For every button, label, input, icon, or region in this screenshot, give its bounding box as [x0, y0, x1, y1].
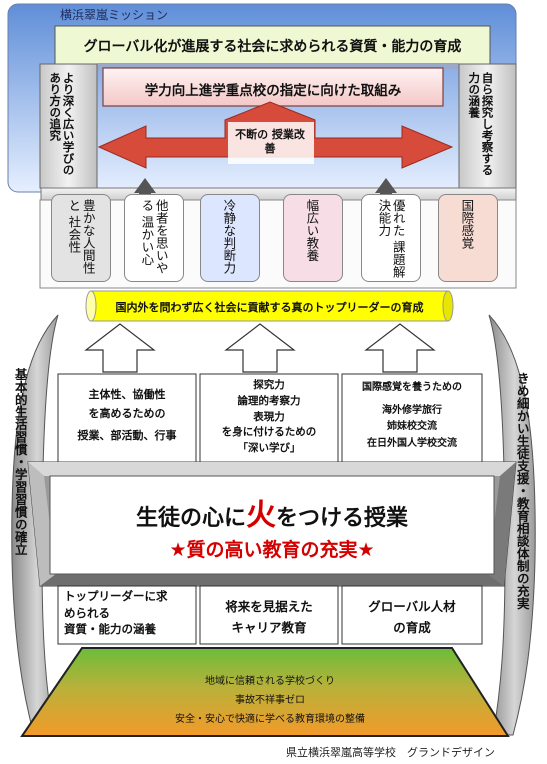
bottom-box-3-line-2: の育成: [393, 620, 431, 636]
quality-card-4: 幅広い教養: [283, 194, 343, 282]
right-side-banner: [488, 314, 536, 736]
leader-banner-shape: [90, 290, 449, 322]
pillar-right-line-1: 国際感覚を養うための: [362, 382, 462, 393]
arrow-left: [84, 323, 156, 373]
pillar-right: 国際感覚を養うための 海外修学旅行 姉妹校交流 在日外国人学校交流: [342, 380, 482, 452]
quality-text-5: 優れた 課題解決能力: [376, 199, 406, 278]
pillar-right-line-3: 姉妹校交流: [387, 421, 437, 432]
arrow-center: [224, 323, 296, 373]
foundation-text: 地域に信頼される学校づくり 事故不祥事ゼロ 安全・安心で快適に学べる教育環境の整…: [60, 672, 480, 729]
mission-label: 横浜翠嵐ミッション: [60, 8, 169, 22]
pillar-center-line-2: 論理的考察力: [237, 394, 301, 407]
improvement-arrow-label: 不断の 授業改善: [235, 128, 305, 156]
left-column-label: より深く広い学びの あり方の追究: [48, 72, 76, 176]
fire-character: 火: [246, 498, 276, 533]
core-text-b: をつける授業: [276, 506, 409, 531]
core-line-1: 生徒の心に火をつける授業: [50, 490, 494, 534]
qualities-row: 豊かな人間性と 社会性 他者を思いやる 温かい心 冷静な判断力 幅広い教養 優れ…: [48, 194, 508, 284]
pillar-center-line-5: 「深い学び」: [237, 442, 301, 454]
quality-text-2: 他者を思いやる 温かい心: [139, 199, 169, 274]
quality-card-2: 他者を思いやる 温かい心: [124, 194, 184, 282]
pillar-center: 探究力 論理的考察力 表現力 を身に付けるための 「深い学び」: [200, 378, 338, 457]
pillar-left-line-3: 授業、部活動、行事: [77, 429, 177, 443]
initiative-box-shape: [102, 67, 444, 107]
quality-text-3: 冷静な判断力: [221, 199, 237, 274]
right-column-label: 自ら探究し考察する 力の涵養: [467, 72, 495, 176]
quality-text-4: 幅広い教養: [304, 199, 320, 262]
quality-card-5: 優れた 課題解決能力: [361, 194, 421, 282]
pillar-center-line-3: 表現力: [253, 410, 285, 423]
foundation-line-1: 地域に信頼される学校づくり: [205, 676, 335, 687]
right-side-banner-text: きめ細かい生徒支援・教育相談体制の充実: [514, 372, 530, 610]
core-line-2: ★質の高い教育の充実★: [169, 539, 375, 561]
pillar-center-line-4: を身に付けるための: [221, 426, 317, 439]
bottom-box-1-line-2: められる: [64, 605, 110, 620]
quality-text-1: 豊かな人間性と 社会性: [66, 199, 96, 274]
arrow-right: [364, 323, 436, 373]
quality-card-1: 豊かな人間性と 社会性: [51, 194, 111, 282]
right-column-shape: [458, 63, 517, 189]
bottom-box-3-line-1: グローバル人材: [368, 599, 456, 614]
bottom-box-3: グローバル人材 の育成: [342, 596, 482, 639]
core-text-a: 生徒の心に: [135, 506, 246, 531]
leader-banner-text: 国内外を問わず広く社会に貢献する真のトップリーダーの育成: [115, 301, 424, 314]
pillar-right-line-4: 在日外国人学校交流: [367, 437, 457, 449]
bottom-box-2-line-2: キャリア教育: [231, 620, 307, 636]
initiative-title: 学力向上進学重点校の指定に向けた取組み: [144, 83, 402, 99]
goal-title: グローバル化が進展する社会に求められる資質・能力の育成: [83, 39, 462, 55]
left-side-banner-text: 基本的生活習慣・学習習慣の確立: [12, 368, 28, 556]
pillar-left-line-1: 主体性、協働性: [88, 388, 166, 401]
bottom-box-1: トップリーダーに求 められる 資質・能力の涵養: [64, 588, 194, 638]
quality-card-3: 冷静な判断力: [200, 194, 260, 282]
pillar-center-line-1: 探究力: [253, 379, 285, 391]
bottom-box-2-line-1: 将来を見据えた: [225, 599, 313, 614]
pillar-right-line-2: 海外修学旅行: [382, 404, 442, 416]
bottom-box-1-line-3: 資質・能力の涵養: [64, 622, 156, 637]
core-plaque-face: [49, 475, 495, 575]
foundation-line-3: 安全・安心で快適に学べる教育環境の整備: [175, 714, 365, 725]
quality-card-6: 国際感覚: [438, 194, 498, 282]
foundation-line-2: 事故不祥事ゼロ: [235, 695, 305, 706]
footer-caption: 県立横浜翠嵐高等学校 グランドデザイン: [286, 746, 495, 759]
pillar-left: 主体性、協働性 を高めるための 授業、部活動、行事: [58, 386, 196, 446]
left-column-shape: [39, 63, 98, 189]
goal-box-shape: [54, 25, 491, 65]
quality-text-6: 国際感覚: [459, 199, 475, 249]
bottom-box-1-line-1: トップリーダーに求: [64, 589, 168, 603]
bottom-box-2: 将来を見据えた キャリア教育: [200, 596, 338, 639]
pillar-left-line-2: を高めるための: [88, 406, 166, 420]
